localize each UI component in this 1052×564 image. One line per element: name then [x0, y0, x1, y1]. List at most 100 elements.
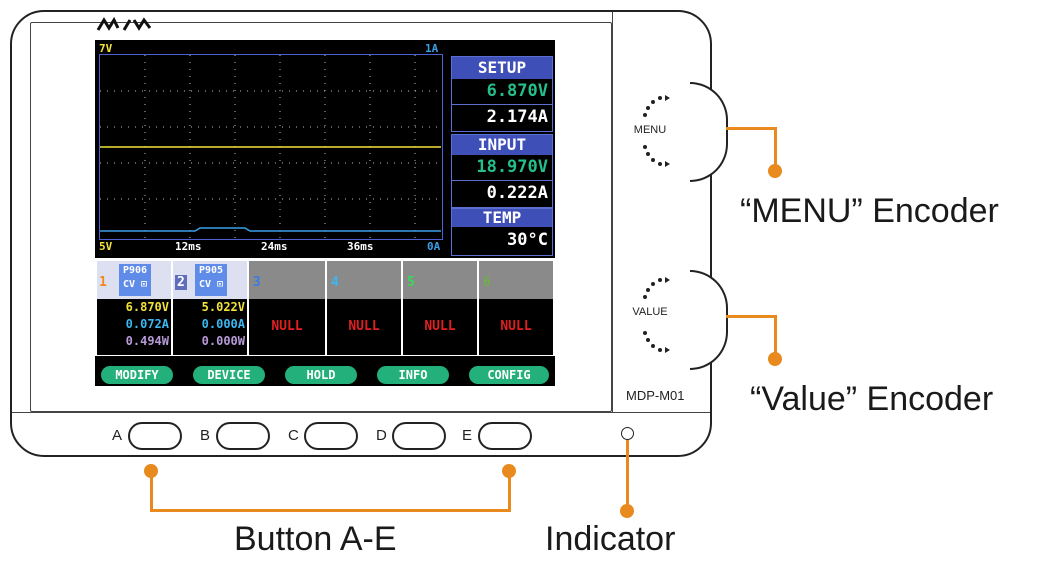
channel-model-badge: P905 CV ⊡ — [195, 264, 227, 296]
indicator-callout: Indicator — [545, 520, 676, 558]
indicator-led — [621, 427, 634, 440]
scope-time-tick: 36ms — [347, 240, 374, 253]
softkey-device[interactable]: DEVICE — [193, 366, 265, 384]
scope-time-tick: 12ms — [175, 240, 202, 253]
buttons-callout-line — [150, 509, 511, 512]
button-e[interactable] — [478, 422, 532, 450]
setup-panel: SETUP 6.870V 2.174A — [451, 56, 553, 132]
screen-bezel — [30, 22, 612, 412]
waveform-plot — [99, 54, 443, 240]
temp-value: 30°C — [507, 230, 548, 250]
button-c-label: C — [288, 427, 299, 444]
softkey-info[interactable]: INFO — [377, 366, 449, 384]
input-current: 0.222A — [452, 180, 552, 206]
brand-logo — [96, 16, 152, 37]
button-a-label: A — [112, 427, 123, 444]
value-encoder-label: VALUE — [632, 306, 668, 318]
channel-number: 6 — [483, 275, 491, 290]
channel-current: 0.072A — [125, 317, 169, 331]
value-encoder-callout: “Value” Encoder — [750, 380, 994, 418]
value-callout-dot — [768, 352, 782, 366]
menu-encoder-callout: “MENU” Encoder — [740, 192, 999, 230]
channel-voltage: 6.870V — [125, 300, 169, 314]
channel-3-card[interactable]: 3 NULL — [249, 261, 325, 355]
channel-mode: CV — [122, 279, 135, 290]
input-header: INPUT — [452, 135, 552, 155]
lcd-screen: 7V 1A 5V 12ms 24ms 36ms 0A SETUP 6.870V … — [95, 40, 555, 386]
value-callout-line — [774, 315, 777, 355]
buttons-callout-line — [508, 472, 511, 512]
model-label: MDP-M01 — [626, 388, 685, 403]
button-c[interactable] — [304, 422, 358, 450]
button-b[interactable] — [216, 422, 270, 450]
channel-model: P906 — [122, 265, 148, 276]
scope-vmin-label: 5V — [99, 240, 113, 253]
channel-power: 0.494W — [125, 334, 169, 348]
menu-rotate-icon — [643, 95, 670, 167]
channel-current: 0.000A — [201, 317, 245, 331]
channel-model-badge: P906 CV ⊡ — [119, 264, 151, 296]
menu-encoder-knob[interactable] — [690, 82, 728, 182]
brand-logo-icon — [96, 16, 152, 31]
lock-icon: ⊡ — [135, 279, 148, 290]
channel-number: 5 — [407, 275, 415, 290]
channel-strip: 1 P906 CV ⊡ 6.870V 0.072A 0.494W 2 P905 … — [95, 258, 555, 356]
value-rotate-icon — [643, 277, 670, 353]
scope-vmax-label: 7V — [99, 42, 113, 55]
channel-readout: 6.870V 0.072A 0.494W — [97, 299, 171, 355]
scope-time-tick: 24ms — [261, 240, 288, 253]
channel-2-card[interactable]: 2 P905 CV ⊡ 5.022V 0.000A 0.000W — [173, 261, 247, 355]
setup-current: 2.174A — [452, 104, 552, 130]
waveform-grid — [100, 55, 441, 238]
channel-voltage: 5.022V — [201, 300, 245, 314]
softkey-hold[interactable]: HOLD — [285, 366, 357, 384]
input-voltage: 18.970V — [476, 157, 548, 177]
button-d-label: D — [376, 427, 387, 444]
channel-number: 4 — [331, 275, 339, 290]
menu-callout-line — [774, 127, 777, 167]
channel-null: NULL — [403, 299, 477, 355]
menu-encoder-label: MENU — [633, 124, 667, 136]
channel-1-card[interactable]: 1 P906 CV ⊡ 6.870V 0.072A 0.494W — [97, 261, 171, 355]
softkey-config[interactable]: CONFIG — [469, 366, 549, 384]
channel-number: 1 — [99, 275, 107, 290]
buttons-callout-dot — [502, 464, 516, 478]
button-b-label: B — [200, 427, 211, 444]
channel-mode-row: CV ⊡ — [195, 278, 227, 292]
menu-callout-dot — [768, 164, 782, 178]
current-trace — [100, 227, 441, 232]
channel-null: NULL — [479, 299, 553, 355]
button-e-label: E — [462, 427, 473, 444]
temp-panel: TEMP 30°C — [451, 208, 553, 256]
value-encoder-knob[interactable] — [690, 270, 728, 370]
temp-header: TEMP — [452, 209, 552, 227]
button-a[interactable] — [128, 422, 182, 450]
channel-6-card[interactable]: 6 NULL — [479, 261, 553, 355]
channel-5-card[interactable]: 5 NULL — [403, 261, 477, 355]
setup-header: SETUP — [452, 57, 552, 79]
value-callout-line — [726, 315, 776, 318]
buttons-callout-line — [150, 472, 153, 512]
input-panel: INPUT 18.970V 0.222A — [451, 134, 553, 208]
channel-null: NULL — [249, 299, 325, 355]
channel-model: P905 — [198, 265, 224, 276]
channel-mode: CV — [198, 279, 211, 290]
channel-number: 3 — [253, 275, 261, 290]
indicator-callout-dot — [620, 504, 634, 518]
scope-amin-label: 0A — [427, 240, 441, 253]
encoder-panel — [612, 12, 711, 412]
channel-mode-row: CV ⊡ — [119, 278, 151, 292]
setup-voltage: 6.870V — [486, 81, 548, 101]
channel-power: 0.000W — [201, 334, 245, 348]
indicator-callout-line — [626, 440, 629, 508]
buttons-callout: Button A-E — [234, 520, 397, 558]
channel-readout: 5.022V 0.000A 0.000W — [173, 299, 247, 355]
buttons-callout-dot — [144, 464, 158, 478]
channel-null: NULL — [327, 299, 401, 355]
button-d[interactable] — [392, 422, 446, 450]
menu-callout-line — [726, 127, 776, 130]
softkey-modify[interactable]: MODIFY — [101, 366, 173, 384]
scope-amax-label: 1A — [425, 42, 439, 55]
channel-number: 2 — [175, 275, 187, 290]
channel-4-card[interactable]: 4 NULL — [327, 261, 401, 355]
